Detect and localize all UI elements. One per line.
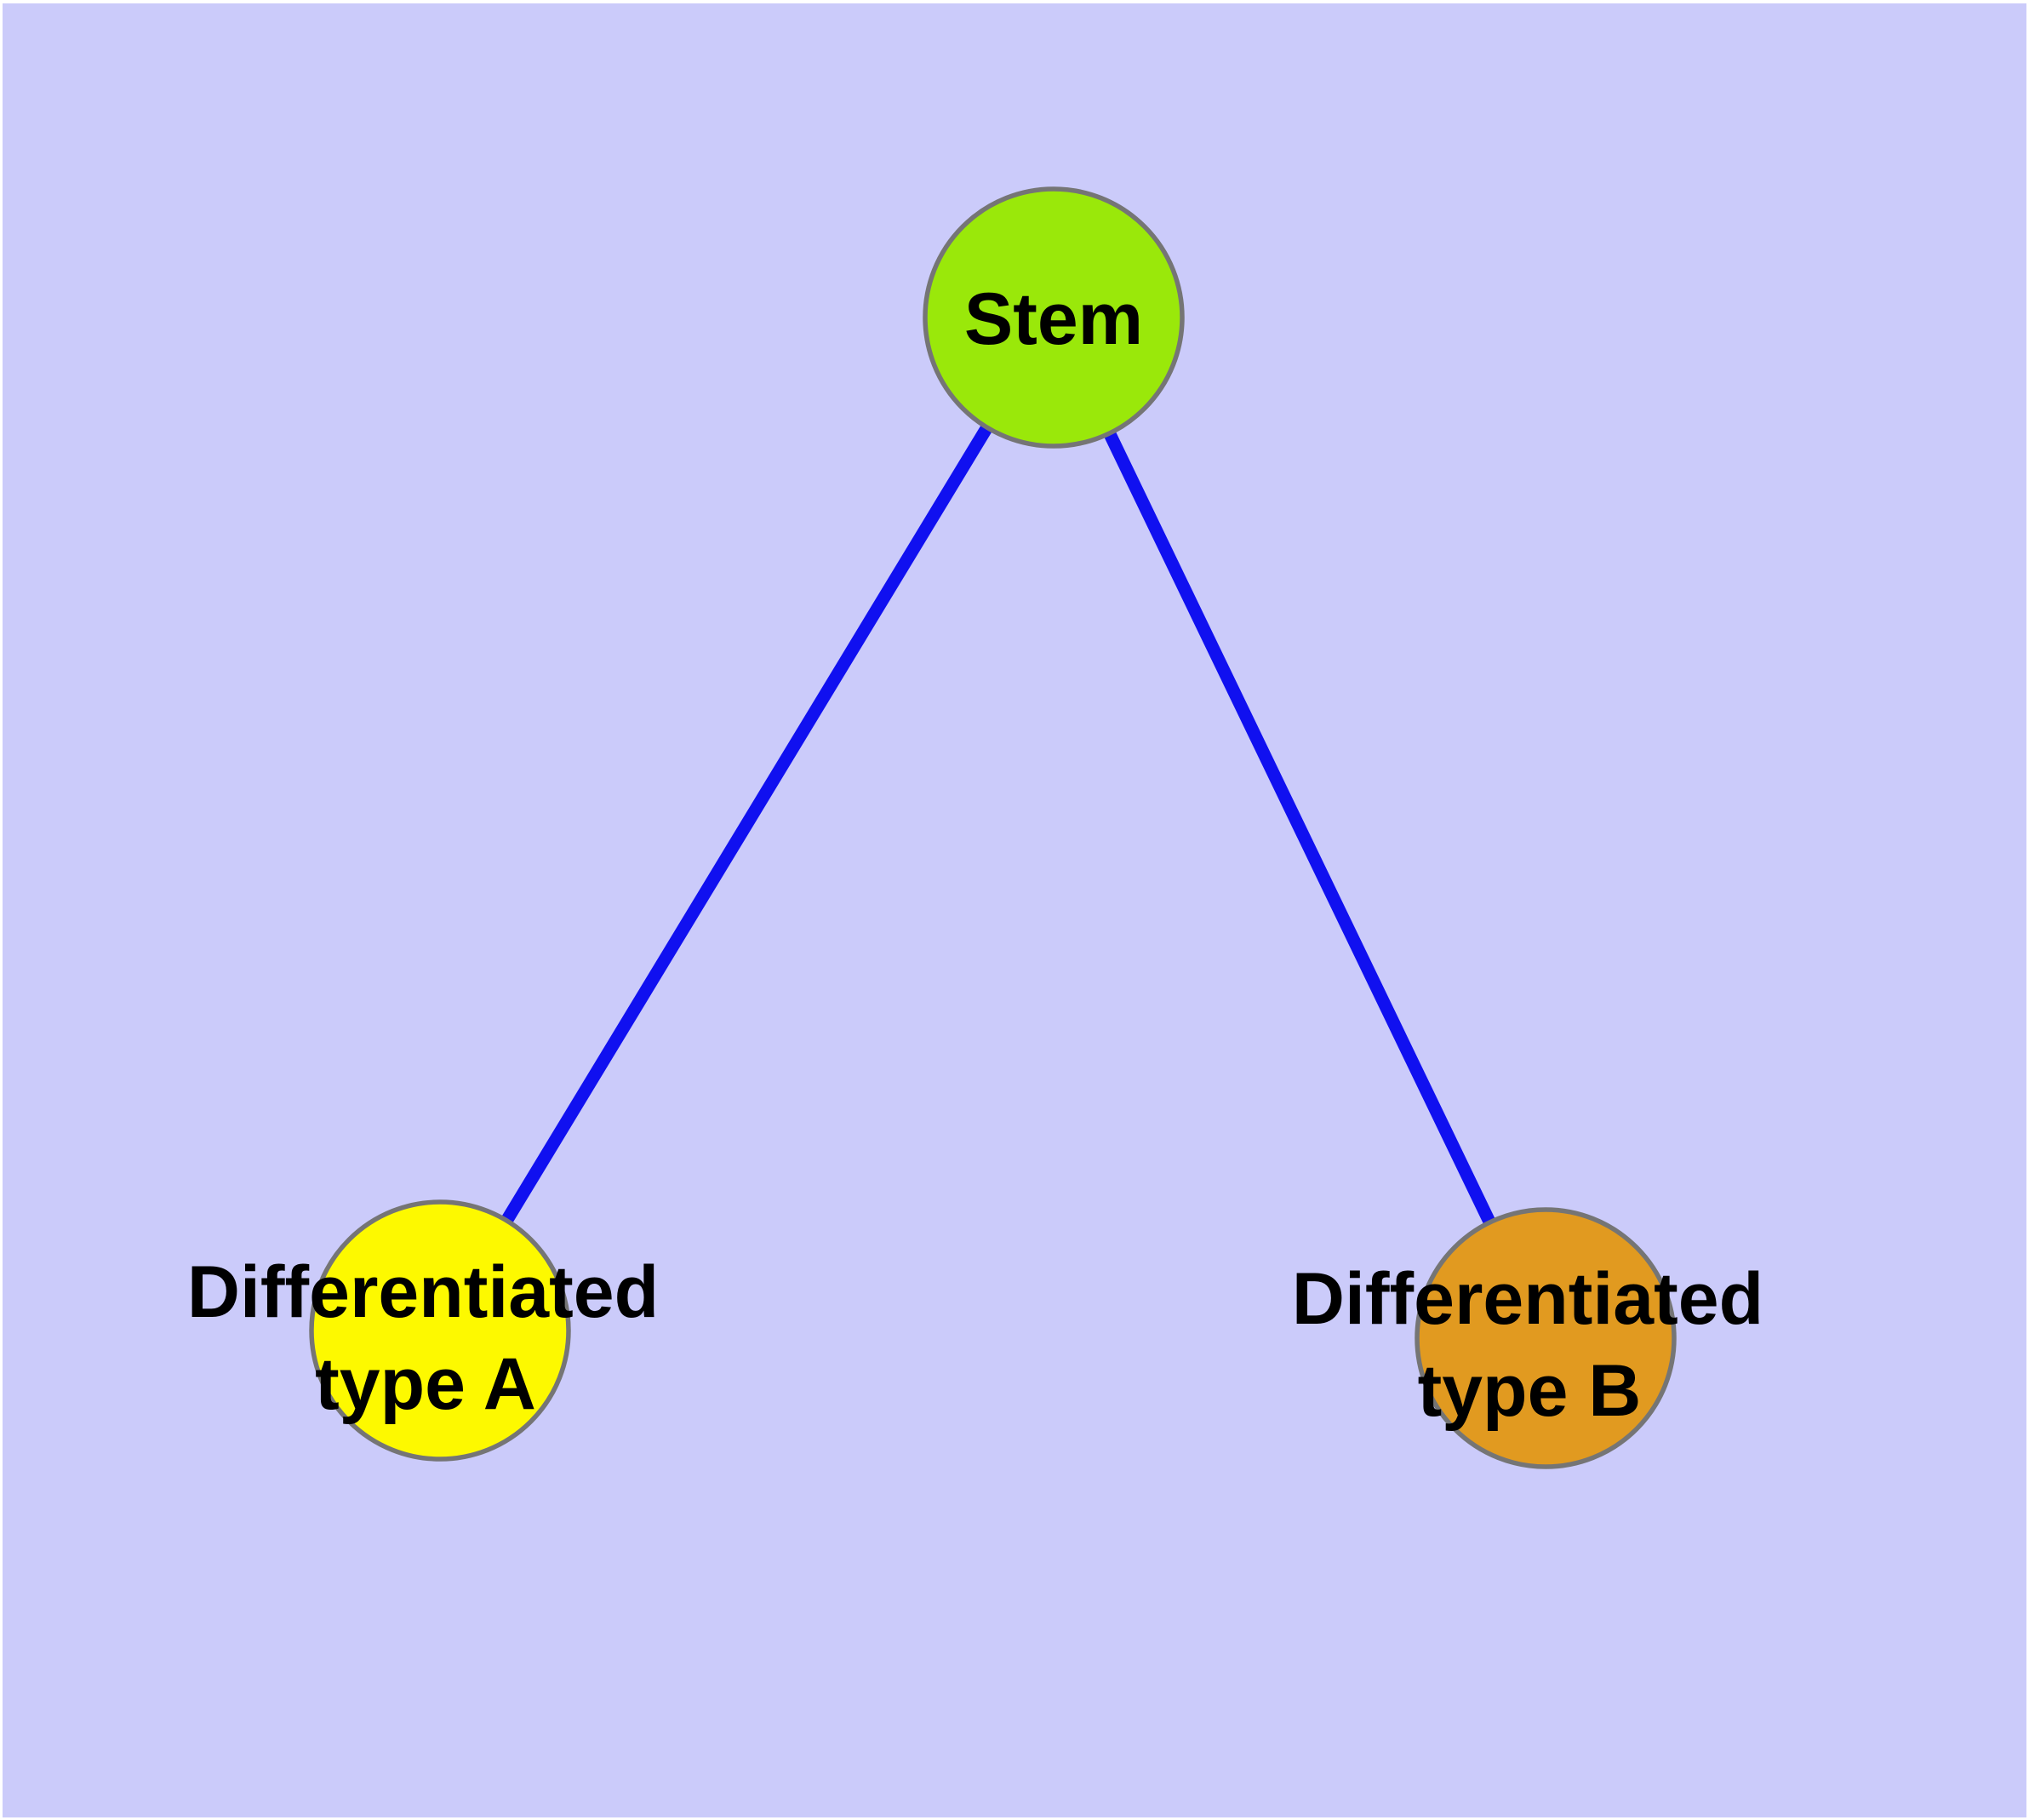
edge-stem-to-type-b xyxy=(1048,314,1552,1342)
type-b-node-label-line2: type B xyxy=(1418,1350,1642,1432)
type-a-node-label-line2: type A xyxy=(315,1343,536,1425)
type-a-node-label-line1: Differentiated xyxy=(187,1251,659,1333)
type-a-node xyxy=(309,1199,571,1462)
type-b-node xyxy=(1415,1207,1677,1469)
stem-node-label: Stem xyxy=(964,278,1143,360)
edge-stem-to-type-a xyxy=(434,314,1060,1334)
type-b-node-label-line1: Differentiated xyxy=(1292,1258,1763,1340)
stem-node xyxy=(923,186,1185,449)
